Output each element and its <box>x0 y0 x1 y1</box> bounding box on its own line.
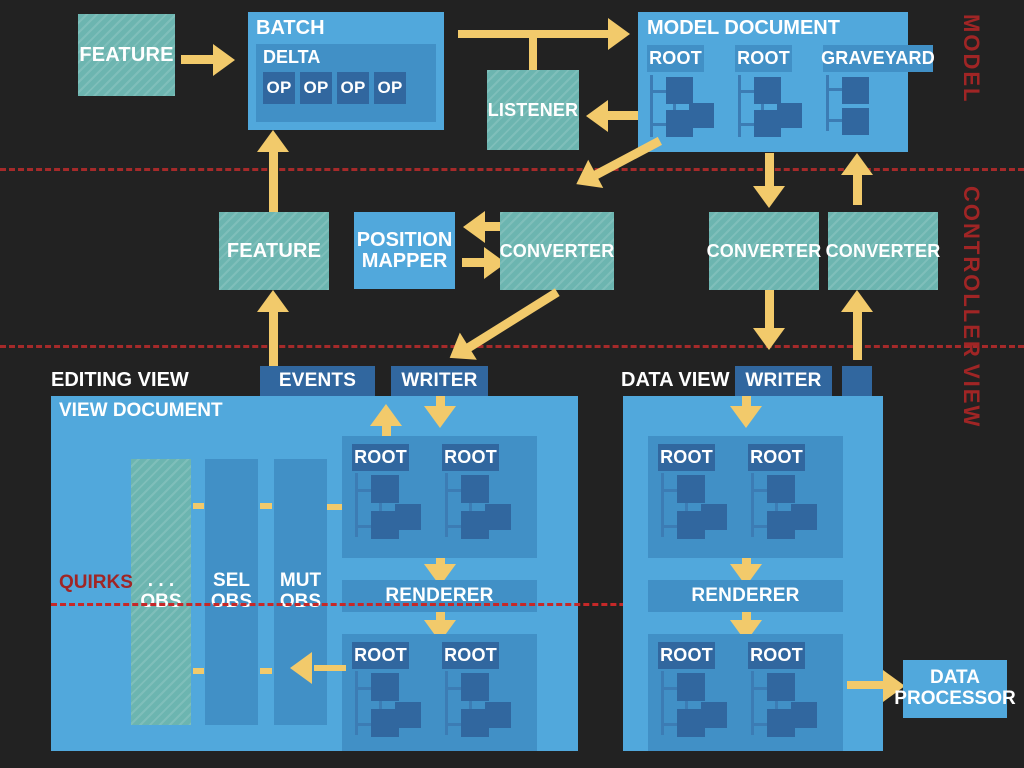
data-upper-tree-group[interactable]: ROOT ROOT <box>648 436 843 558</box>
model-tree-graveyard-label[interactable]: GRAVEYARD <box>821 45 935 72</box>
tree-root-label[interactable]: ROOT <box>442 444 499 471</box>
converter-box-right-1[interactable]: CONVERTER <box>707 212 821 290</box>
model-tree-root-label[interactable]: ROOT <box>647 45 704 72</box>
tree-graphic <box>748 671 828 743</box>
converter-box-right-2[interactable]: CONVERTER <box>826 212 940 290</box>
listener-box[interactable]: LISTENER <box>487 70 579 150</box>
data-view-tab-writer[interactable]: WRITER <box>735 366 832 396</box>
data-view-tab-extra[interactable] <box>842 366 872 396</box>
data-processor-line2: PROCESSOR <box>894 688 1016 709</box>
observer-connector-upper <box>193 503 204 509</box>
position-mapper-line2: MAPPER <box>361 249 448 272</box>
model-tree-graphic <box>735 75 813 140</box>
position-mapper-line1: POSITION <box>356 228 453 251</box>
observer-connector-lower <box>193 668 204 674</box>
batch-box[interactable]: BATCH DELTA OP OP OP OP <box>248 12 444 130</box>
editing-view-tab-writer[interactable]: WRITER <box>391 366 488 396</box>
observer-label-line2: OBS <box>210 591 253 612</box>
tree-graphic <box>748 473 828 545</box>
op-box[interactable]: OP <box>263 72 295 104</box>
model-document-title: MODEL DOCUMENT <box>647 17 840 39</box>
data-processor-box[interactable]: DATA PROCESSOR <box>894 660 1016 718</box>
model-feature-box[interactable]: FEATURE <box>78 14 175 96</box>
tree-graphic <box>352 671 432 743</box>
editing-renderer-box[interactable]: RENDERER <box>342 580 537 612</box>
layer-label-view: VIEW <box>959 364 984 429</box>
layer-label-controller: CONTROLLER <box>959 186 984 359</box>
model-tree-root-label[interactable]: ROOT <box>735 45 792 72</box>
observer-column-sel[interactable]: SEL OBS <box>205 459 258 725</box>
data-processor-line1: DATA <box>930 667 980 689</box>
converter-box-center[interactable]: CONVERTER <box>500 212 614 290</box>
op-box[interactable]: OP <box>300 72 332 104</box>
observer-label-line1: MUT <box>279 570 322 592</box>
tree-root-label[interactable]: ROOT <box>442 642 499 669</box>
tree-graphic <box>658 473 738 545</box>
separator-model-controller <box>0 168 1024 171</box>
view-document-title: VIEW DOCUMENT <box>59 400 223 421</box>
editing-view-title: EDITING VIEW <box>51 369 189 391</box>
observer-column-other[interactable]: . . . OBS <box>131 459 191 725</box>
tree-root-label[interactable]: ROOT <box>352 444 409 471</box>
batch-title: BATCH <box>256 17 325 39</box>
tree-graphic <box>442 671 522 743</box>
observer-connector-upper <box>260 503 272 509</box>
data-view-panel[interactable]: ROOT ROOT <box>623 396 883 751</box>
observer-label-line2: OBS <box>279 591 322 612</box>
layer-label-model: MODEL <box>959 14 984 104</box>
graveyard-tree-graphic <box>823 75 893 140</box>
model-document-box[interactable]: MODEL DOCUMENT ROOT ROOT GRAVEYARD <box>638 12 935 152</box>
tree-root-label[interactable]: ROOT <box>352 642 409 669</box>
separator-quirks <box>51 603 878 606</box>
tree-root-label[interactable]: ROOT <box>658 444 715 471</box>
data-lower-tree-group[interactable]: ROOT ROOT <box>648 634 843 751</box>
delta-title: DELTA <box>263 47 321 67</box>
op-box[interactable]: OP <box>374 72 406 104</box>
observer-connector-lower <box>260 668 272 674</box>
data-renderer-box[interactable]: RENDERER <box>648 580 843 612</box>
view-document-panel[interactable]: VIEW DOCUMENT . . . OBS SEL OBS MUT OBS <box>51 396 578 751</box>
observer-label-line1: . . . <box>147 570 175 592</box>
editing-view-tab-events[interactable]: EVENTS <box>260 366 375 396</box>
editing-lower-tree-group[interactable]: ROOT ROOT <box>342 634 537 751</box>
editing-upper-tree-group[interactable]: ROOT ROOT <box>342 436 537 558</box>
op-box[interactable]: OP <box>337 72 369 104</box>
tree-graphic <box>442 473 522 545</box>
separator-controller-view <box>0 345 1024 348</box>
model-tree-graphic <box>647 75 725 140</box>
position-mapper-box[interactable]: POSITION MAPPER <box>354 212 455 289</box>
controller-feature-box[interactable]: FEATURE <box>219 212 329 290</box>
observer-column-mut[interactable]: MUT OBS <box>274 459 327 725</box>
quirks-label: QUIRKS <box>59 572 133 593</box>
observer-label-line2: OBS <box>140 591 182 612</box>
tree-root-label[interactable]: ROOT <box>658 642 715 669</box>
tree-root-label[interactable]: ROOT <box>748 444 805 471</box>
tree-graphic <box>352 473 432 545</box>
observer-label-line1: SEL <box>213 570 250 592</box>
delta-box[interactable]: DELTA OP OP OP OP <box>256 44 436 122</box>
data-view-title: DATA VIEW <box>621 369 730 391</box>
tree-root-label[interactable]: ROOT <box>748 642 805 669</box>
tree-graphic <box>658 671 738 743</box>
